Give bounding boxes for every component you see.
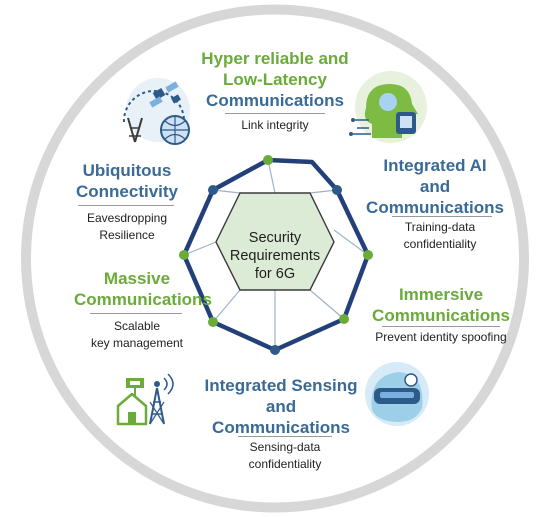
title-line: Hyper reliable and (201, 49, 349, 68)
title-line: Communications (372, 306, 510, 325)
node (339, 314, 349, 324)
divider (78, 205, 174, 206)
title-line: and (265, 397, 297, 416)
title-line: Integrated Sensing (204, 376, 358, 395)
requirement-line: Eavesdropping (86, 211, 168, 225)
massive-requirement: Scalable key management (66, 318, 208, 352)
integrated-ai-requirement: Training-data confidentiality (375, 219, 505, 253)
divider (238, 436, 332, 437)
title-line: Communications (366, 198, 504, 217)
hyper-reliable-title-line3: Communications (206, 91, 344, 110)
requirement-line: confidentiality (403, 237, 477, 251)
center-label: Security Requirements for 6G (224, 229, 326, 283)
divider (90, 313, 182, 314)
requirement-line: key management (90, 336, 184, 350)
divider (392, 216, 492, 217)
satellite-network-icon (122, 78, 190, 145)
hyper-reliable-title: Hyper reliable and Low-Latency (170, 48, 380, 90)
center-hexagon (215, 192, 335, 291)
title-line: Immersive (398, 285, 484, 304)
requirement-line: confidentiality (248, 457, 322, 471)
house-tower-icon (116, 373, 174, 426)
requirement-line: Training-data (404, 220, 476, 234)
title-line: Connectivity (75, 182, 179, 201)
node (270, 345, 280, 355)
ubiquitous-title: Ubiquitous Connectivity (68, 160, 186, 202)
immersive-requirement: Prevent identity spoofing (375, 330, 507, 344)
integrated-ai-title: Integrated AI and Communications (364, 155, 506, 218)
sensing-requirement: Sensing-data confidentiality (215, 439, 355, 473)
hyper-reliable-requirement: Link integrity (241, 118, 309, 132)
center-line: Security (248, 230, 302, 246)
title-line: Low-Latency (223, 70, 327, 89)
requirement-line: Resilience (99, 228, 155, 242)
divider (382, 326, 500, 327)
node (363, 250, 373, 260)
node (208, 317, 218, 327)
requirement-line: Sensing-data (249, 440, 321, 454)
security-octagon (181, 157, 371, 353)
title-line: Integrated AI (383, 156, 487, 175)
node (208, 185, 218, 195)
title-line: Communications (212, 418, 350, 437)
center-line: for 6G (254, 266, 296, 282)
node (263, 155, 273, 165)
immersive-title: Immersive Communications (370, 284, 512, 326)
title-line: and (419, 177, 451, 196)
vr-headset-icon (365, 362, 429, 426)
requirement-line: Scalable (113, 319, 161, 333)
node (332, 185, 342, 195)
ubiquitous-requirement: Eavesdropping Resilience (60, 210, 194, 244)
node (179, 250, 189, 260)
center-line: Requirements (229, 248, 321, 264)
outer-ring (21, 4, 529, 513)
massive-title: Massive Communications (74, 268, 212, 310)
title-line: Massive (103, 269, 171, 288)
sensing-title: Integrated Sensing and Communications (186, 375, 376, 438)
title-line: Communications (74, 290, 212, 309)
title-line: Ubiquitous (82, 161, 172, 180)
divider (225, 113, 325, 114)
ai-head-icon (349, 71, 427, 143)
